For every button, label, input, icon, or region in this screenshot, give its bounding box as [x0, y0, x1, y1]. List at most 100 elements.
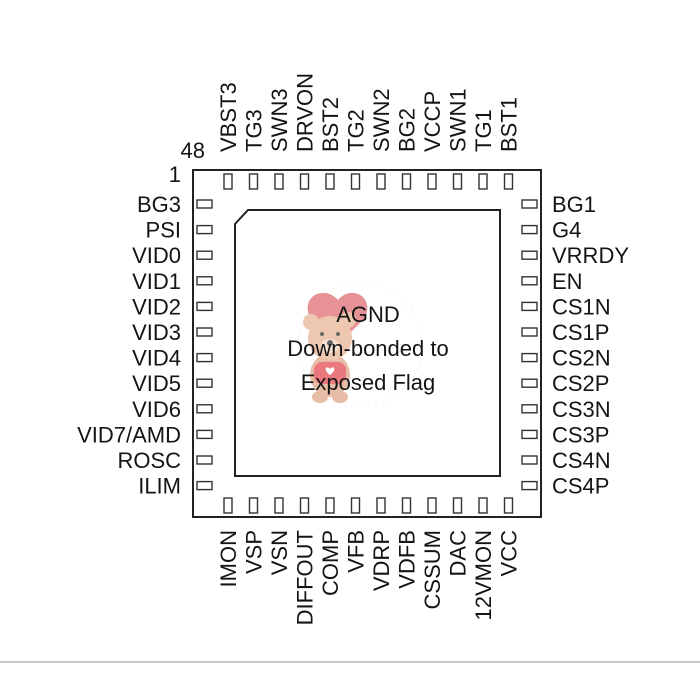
pin-label-top: BST2: [318, 97, 343, 152]
pin-label-bottom: DAC: [446, 530, 471, 577]
pin-pad-top: [376, 173, 386, 190]
pin-pad-bottom: [427, 497, 437, 514]
pin-label-right: CS2P: [552, 371, 609, 396]
pin-label-bottom: VSN: [267, 530, 292, 575]
pin-pad-right: [521, 199, 538, 209]
pin-label-right: VRRDY: [552, 243, 629, 268]
pin-pad-left: [196, 276, 213, 286]
exposed-pad: [234, 209, 501, 477]
pin-number-48: 48: [181, 138, 205, 163]
pin-pad-right: [521, 480, 538, 491]
pin-label-bottom: COMP: [318, 530, 343, 596]
pin-pad-left: [196, 301, 213, 312]
pin-label-right: EN: [552, 269, 583, 294]
pin-pad-top: [452, 173, 463, 190]
pin-pad-left: [196, 480, 213, 491]
pin-label-top: TG3: [242, 109, 267, 152]
pin-label-left: VID1: [132, 269, 181, 294]
pin-label-left: VID0: [132, 243, 181, 268]
pin-pad-right: [521, 301, 538, 312]
pin-label-bottom: IMON: [216, 530, 241, 587]
pin-label-bottom: VCC: [497, 530, 522, 577]
pin-pad-bottom: [350, 497, 361, 514]
pin-label-top: BST1: [497, 97, 522, 152]
divider: [0, 661, 700, 663]
pin-label-top: SWN1: [446, 88, 471, 152]
pin-label-bottom: VDFB: [395, 530, 420, 589]
pin-pad-left: [196, 378, 213, 388]
pin-pad-left: [196, 352, 213, 363]
pin-pad-right: [521, 378, 538, 388]
pin-pad-right: [521, 327, 538, 337]
pin-label-left: VID6: [132, 397, 181, 422]
pin-label-left: BG3: [137, 192, 181, 217]
pin-pad-left: [196, 429, 213, 440]
pin-pad-right: [521, 404, 538, 414]
pin-label-right: CS3N: [552, 397, 611, 422]
pin-label-right: CS4P: [552, 474, 609, 499]
pin-label-left: VID4: [132, 346, 181, 371]
pin-pad-bottom: [452, 497, 463, 514]
pin-label-right: CS2N: [552, 346, 611, 371]
pin-label-top: TG2: [344, 109, 369, 152]
pin-pad-right: [521, 352, 538, 363]
pin-pad-left: [196, 199, 213, 209]
pin-label-bottom: CSSUM: [420, 530, 445, 609]
pin-pad-bottom: [299, 497, 310, 514]
pin-pad-bottom: [401, 497, 412, 514]
pin-label-left: VID5: [132, 371, 181, 396]
pin-label-top: SWN2: [369, 88, 394, 152]
pin-pad-top: [350, 173, 361, 190]
pin-label-left: VID3: [132, 320, 181, 345]
pin-pad-bottom: [248, 497, 259, 514]
pin-pad-bottom: [223, 497, 233, 514]
pin-label-bottom: VDRP: [369, 530, 394, 591]
pin-label-top: DRVON: [293, 73, 318, 152]
pin-label-left: PSI: [146, 218, 181, 243]
pin-pad-bottom: [376, 497, 386, 514]
pin-pad-bottom: [503, 497, 514, 514]
pin-pad-top: [223, 173, 233, 190]
pin-pad-left: [196, 224, 213, 235]
pin-label-bottom: 12VMON: [471, 530, 496, 620]
pin-label-bottom: VFB: [344, 530, 369, 573]
pin-pad-left: [196, 404, 213, 414]
pin-pad-top: [274, 173, 284, 190]
pin-pad-left: [196, 327, 213, 337]
pin-label-top: SWN3: [267, 88, 292, 152]
pin-pad-top: [299, 173, 310, 190]
pin-pad-left: [196, 250, 213, 260]
pin-pad-right: [521, 224, 538, 235]
pin-pad-bottom: [478, 497, 488, 514]
pin-label-top: VCCP: [420, 91, 445, 152]
exposed-pad-label-agnd: AGND: [336, 302, 400, 327]
pin-label-right: CS1P: [552, 320, 609, 345]
pin-label-left: VID7/AMD: [77, 422, 181, 447]
pin-label-right: CS1N: [552, 294, 611, 319]
exposed-pad-label-downbonded: Down-bonded to: [287, 336, 448, 361]
pin-pad-right: [521, 250, 538, 260]
pin-pad-bottom: [274, 497, 284, 514]
pin-pad-top: [248, 173, 259, 190]
pin-label-bottom: VSP: [242, 530, 267, 574]
pin-label-right: CS4N: [552, 448, 611, 473]
pin-label-bottom: DIFFOUT: [293, 530, 318, 625]
pin-pad-top: [427, 173, 437, 190]
pin-pad-right: [521, 276, 538, 286]
pin-pad-top: [503, 173, 514, 190]
pin-pad-right: [521, 455, 538, 465]
pin-label-right: G4: [552, 218, 581, 243]
pin-label-left: ROSC: [117, 448, 181, 473]
pin-label-top: TG1: [471, 109, 496, 152]
teddy-bear-watermark-icon: [297, 282, 423, 408]
pin-pad-left: [196, 455, 213, 465]
pin-label-left: VID2: [132, 294, 181, 319]
pin-pad-top: [478, 173, 488, 190]
pin-label-top: VBST3: [216, 82, 241, 152]
pin-label-right: BG1: [552, 192, 596, 217]
pin-pad-top: [401, 173, 412, 190]
pin-number-1: 1: [169, 162, 181, 187]
pin-label-right: CS3P: [552, 422, 609, 447]
pin-label-left: ILIM: [138, 474, 181, 499]
